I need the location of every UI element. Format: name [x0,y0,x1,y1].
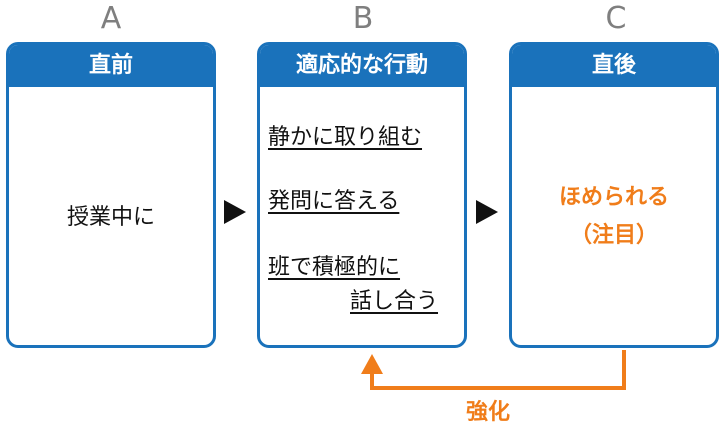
arrow-a-to-b-icon [224,200,246,224]
behavior-item-group-line1: 班で積極的に [268,255,401,280]
consequence-attention: （注目） [569,223,658,248]
consequence-praise: ほめられる [558,185,669,210]
behavior-body: 静かに取り組む 発問に答える 班で積極的に 話し合う [260,87,464,345]
reinforcement-arrow-head [361,354,383,374]
behavior-item-group-line2: 話し合う [350,289,439,314]
consequence-body: ほめられる （注目） [512,87,716,345]
reinforcement-arrow-line [370,350,626,390]
behavior-item-answer-questions: 発問に答える [268,189,400,214]
column-letter-c: C [605,1,627,36]
column-letter-a: A [100,1,122,36]
antecedent-body: 授業中に [9,87,213,345]
consequence-box: 直後 ほめられる （注目） [509,42,719,348]
reinforcement-label: 強化 [466,400,511,425]
behavior-header: 適応的な行動 [260,45,464,87]
arrow-b-to-c-icon [476,200,498,224]
antecedent-box: 直前 授業中に [6,42,216,348]
column-letter-b: B [352,1,374,36]
behavior-box: 適応的な行動 静かに取り組む 発問に答える 班で積極的に 話し合う [257,42,467,348]
antecedent-text: 授業中に [66,205,155,230]
consequence-header: 直後 [512,45,716,87]
behavior-item-quiet-work: 静かに取り組む [268,125,423,150]
antecedent-header: 直前 [9,45,213,87]
